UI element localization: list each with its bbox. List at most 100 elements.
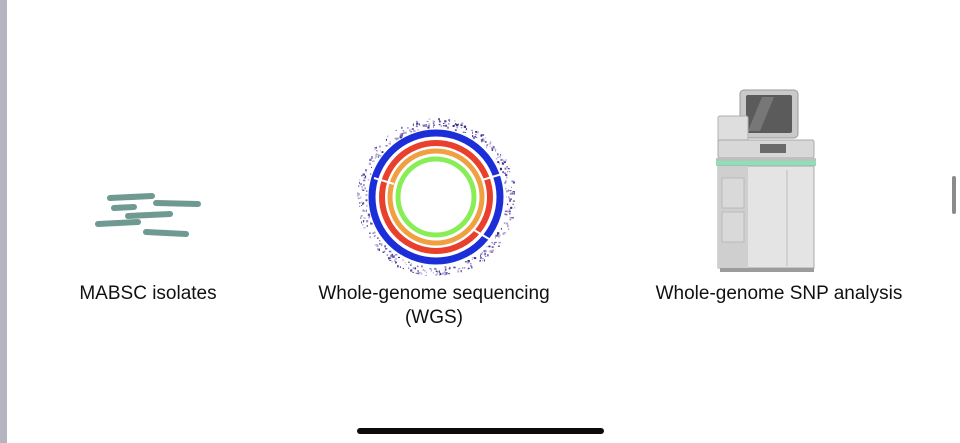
genome-feature-mark — [477, 131, 479, 134]
genome-feature-mark — [504, 167, 507, 170]
genome-feature-mark — [399, 134, 401, 137]
genome-feature-mark — [382, 251, 385, 253]
genome-feature-mark — [378, 154, 380, 157]
genome-feature-mark — [470, 263, 472, 265]
genome-feature-mark — [483, 140, 486, 142]
genome-feature-mark — [384, 246, 386, 248]
genome-feature-mark — [362, 202, 365, 205]
genome-feature-mark — [505, 180, 507, 183]
genome-feature-mark — [496, 234, 499, 237]
genome-feature-mark — [465, 128, 468, 131]
genome-ring-red — [379, 140, 493, 254]
genome-feature-mark — [362, 209, 364, 211]
genome-feature-mark — [494, 148, 497, 151]
genome-feature-mark — [445, 124, 447, 127]
genome-feature-mark — [411, 128, 414, 130]
genome-feature-mark — [365, 170, 367, 173]
genome-feature-mark — [366, 204, 368, 207]
genome-feature-mark — [497, 245, 500, 247]
genome-feature-mark — [455, 123, 457, 125]
genome-feature-mark — [395, 129, 397, 131]
genome-feature-mark — [426, 121, 429, 122]
genome-feature-mark — [497, 156, 499, 158]
genome-feature-mark — [406, 127, 409, 129]
genome-feature-mark — [439, 120, 441, 123]
genome-feature-mark — [491, 149, 493, 151]
genome-feature-mark — [456, 126, 458, 129]
genome-feature-mark — [360, 217, 362, 219]
genome-feature-mark — [471, 266, 473, 269]
genome-feature-mark — [464, 261, 468, 263]
genome-feature-mark — [489, 146, 491, 147]
genome-feature-mark — [388, 257, 391, 260]
genome-feature-mark — [498, 236, 500, 238]
genome-feature-mark — [433, 124, 435, 126]
genome-feature-mark — [503, 232, 506, 234]
genome-feature-mark — [509, 193, 512, 195]
genome-feature-mark — [357, 197, 360, 200]
genome-feature-mark — [444, 266, 447, 268]
genome-feature-mark — [506, 196, 507, 198]
genome-feature-mark — [460, 124, 463, 126]
genome-feature-mark — [432, 120, 434, 122]
genome-feature-mark — [485, 256, 487, 257]
genome-feature-mark — [428, 118, 431, 120]
genome-feature-mark — [444, 273, 446, 276]
genome-feature-mark — [403, 131, 405, 134]
genome-feature-mark — [386, 254, 388, 256]
genome-feature-mark — [396, 139, 398, 141]
genome-feature-mark — [369, 232, 371, 234]
genome-feature-mark — [498, 241, 501, 244]
genome-feature-mark — [362, 210, 365, 212]
genome-feature-mark — [395, 254, 398, 256]
home-indicator[interactable] — [357, 428, 604, 434]
genome-feature-mark — [361, 174, 363, 177]
genome-feature-mark — [419, 272, 422, 274]
genome-feature-mark — [410, 269, 413, 272]
genome-feature-mark — [366, 190, 368, 192]
genome-feature-mark — [505, 222, 508, 225]
genome-feature-mark — [384, 250, 386, 253]
genome-feature-mark — [408, 261, 410, 263]
genome-feature-mark — [365, 199, 368, 202]
genome-feature-mark — [484, 249, 487, 252]
genome-feature-mark — [376, 150, 378, 152]
genome-feature-mark — [393, 255, 396, 257]
genome-feature-mark — [408, 267, 410, 270]
genome-feature-mark — [454, 124, 456, 127]
side-drag-handle[interactable] — [952, 176, 956, 214]
genome-feature-mark — [375, 155, 378, 158]
genome-feature-mark — [464, 132, 467, 133]
genome-feature-mark — [427, 126, 430, 129]
genome-feature-mark — [474, 136, 476, 138]
genome-feature-mark — [492, 145, 494, 147]
genome-feature-mark — [509, 217, 512, 219]
genome-feature-mark — [502, 159, 505, 161]
genome-feature-mark — [387, 135, 389, 138]
genome-feature-mark — [400, 134, 403, 136]
genome-feature-mark — [373, 231, 376, 234]
genome-feature-mark — [444, 120, 447, 123]
genome-feature-mark — [473, 137, 475, 140]
genome-feature-mark — [508, 196, 510, 198]
genome-feature-mark — [435, 270, 438, 272]
genome-feature-mark — [512, 181, 515, 184]
genome-feature-mark — [463, 125, 467, 128]
genome-feature-mark — [439, 272, 441, 276]
genome-feature-mark — [380, 243, 383, 246]
genome-feature-mark — [409, 264, 412, 266]
genome-feature-mark — [509, 219, 511, 220]
genome-feature-mark — [489, 141, 492, 144]
genome-feature-mark — [495, 236, 496, 239]
genome-feature-mark — [462, 267, 464, 269]
genome-feature-mark — [377, 248, 379, 251]
genome-feature-mark — [503, 172, 506, 174]
genome-feature-mark — [428, 123, 431, 125]
genome-feature-mark — [457, 127, 459, 129]
genome-feature-mark — [372, 232, 375, 234]
genome-feature-mark — [491, 241, 494, 244]
genome-feature-mark — [360, 215, 363, 217]
genome-feature-mark — [495, 150, 496, 152]
genome-feature-mark — [448, 268, 451, 270]
genome-feature-mark — [420, 273, 423, 275]
